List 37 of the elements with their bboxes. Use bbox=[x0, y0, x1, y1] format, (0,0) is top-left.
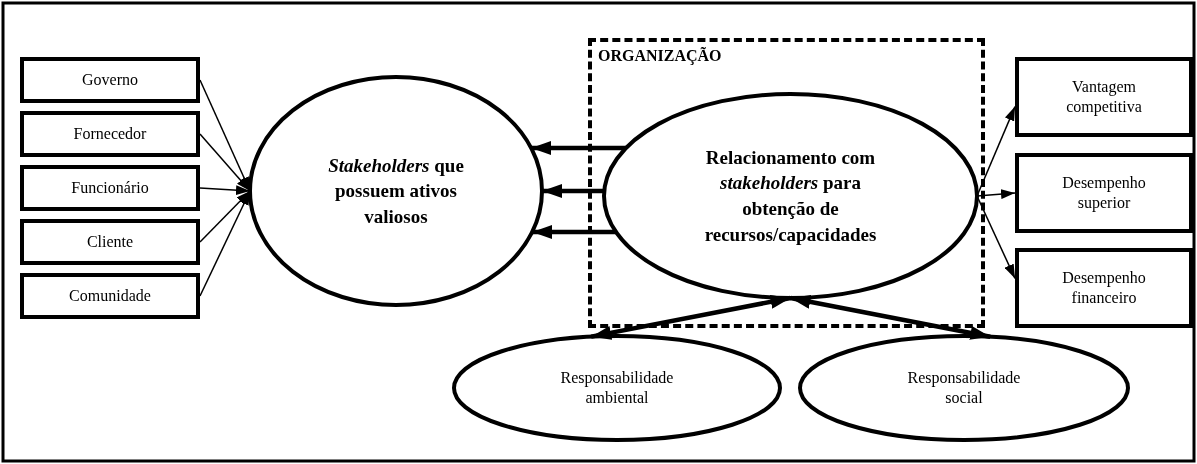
box-node bbox=[20, 165, 200, 211]
box-node bbox=[1015, 153, 1193, 233]
arrow bbox=[199, 133, 251, 192]
box-node bbox=[1015, 248, 1193, 328]
node-label: Funcionário bbox=[71, 178, 149, 198]
node-label: Fornecedor bbox=[73, 124, 147, 144]
ellipse-node bbox=[602, 92, 979, 300]
arrow bbox=[976, 105, 1016, 197]
node-label: Responsabilidade social bbox=[906, 368, 1022, 408]
box-node bbox=[20, 111, 200, 157]
arrow bbox=[542, 184, 605, 198]
dashed-boundary bbox=[588, 38, 985, 328]
arrow bbox=[531, 141, 626, 155]
node-label: Vantagem competitiva bbox=[1065, 77, 1143, 117]
ellipse-node bbox=[798, 334, 1130, 442]
arrow bbox=[590, 294, 791, 340]
node-label: Cliente bbox=[86, 232, 134, 252]
arrow bbox=[976, 195, 1016, 280]
node-label: Comunidade bbox=[69, 286, 151, 306]
arrow bbox=[199, 190, 251, 243]
box-node bbox=[1015, 57, 1193, 137]
box-node bbox=[20, 219, 200, 265]
arrow bbox=[790, 294, 991, 340]
node-label: Desempenho superior bbox=[1061, 173, 1147, 213]
node-label: Responsabilidade ambiental bbox=[559, 368, 675, 408]
ellipse-node bbox=[248, 75, 544, 307]
node-label: Stakeholders que possuem ativos valiosos bbox=[327, 153, 465, 229]
ellipse-node bbox=[452, 334, 782, 442]
boundary-heading: ORGANIZAÇÃO bbox=[598, 46, 722, 66]
node-label: Relacionamento com stakeholders para obtenção de recursos/capacidades bbox=[703, 145, 878, 247]
arrow bbox=[532, 225, 616, 239]
node-label: Governo bbox=[82, 70, 138, 90]
box-node bbox=[20, 57, 200, 103]
box-node bbox=[20, 273, 200, 319]
node-label: Desempenho financeiro bbox=[1061, 268, 1147, 308]
arrow bbox=[976, 189, 1016, 200]
arrow bbox=[199, 185, 251, 196]
